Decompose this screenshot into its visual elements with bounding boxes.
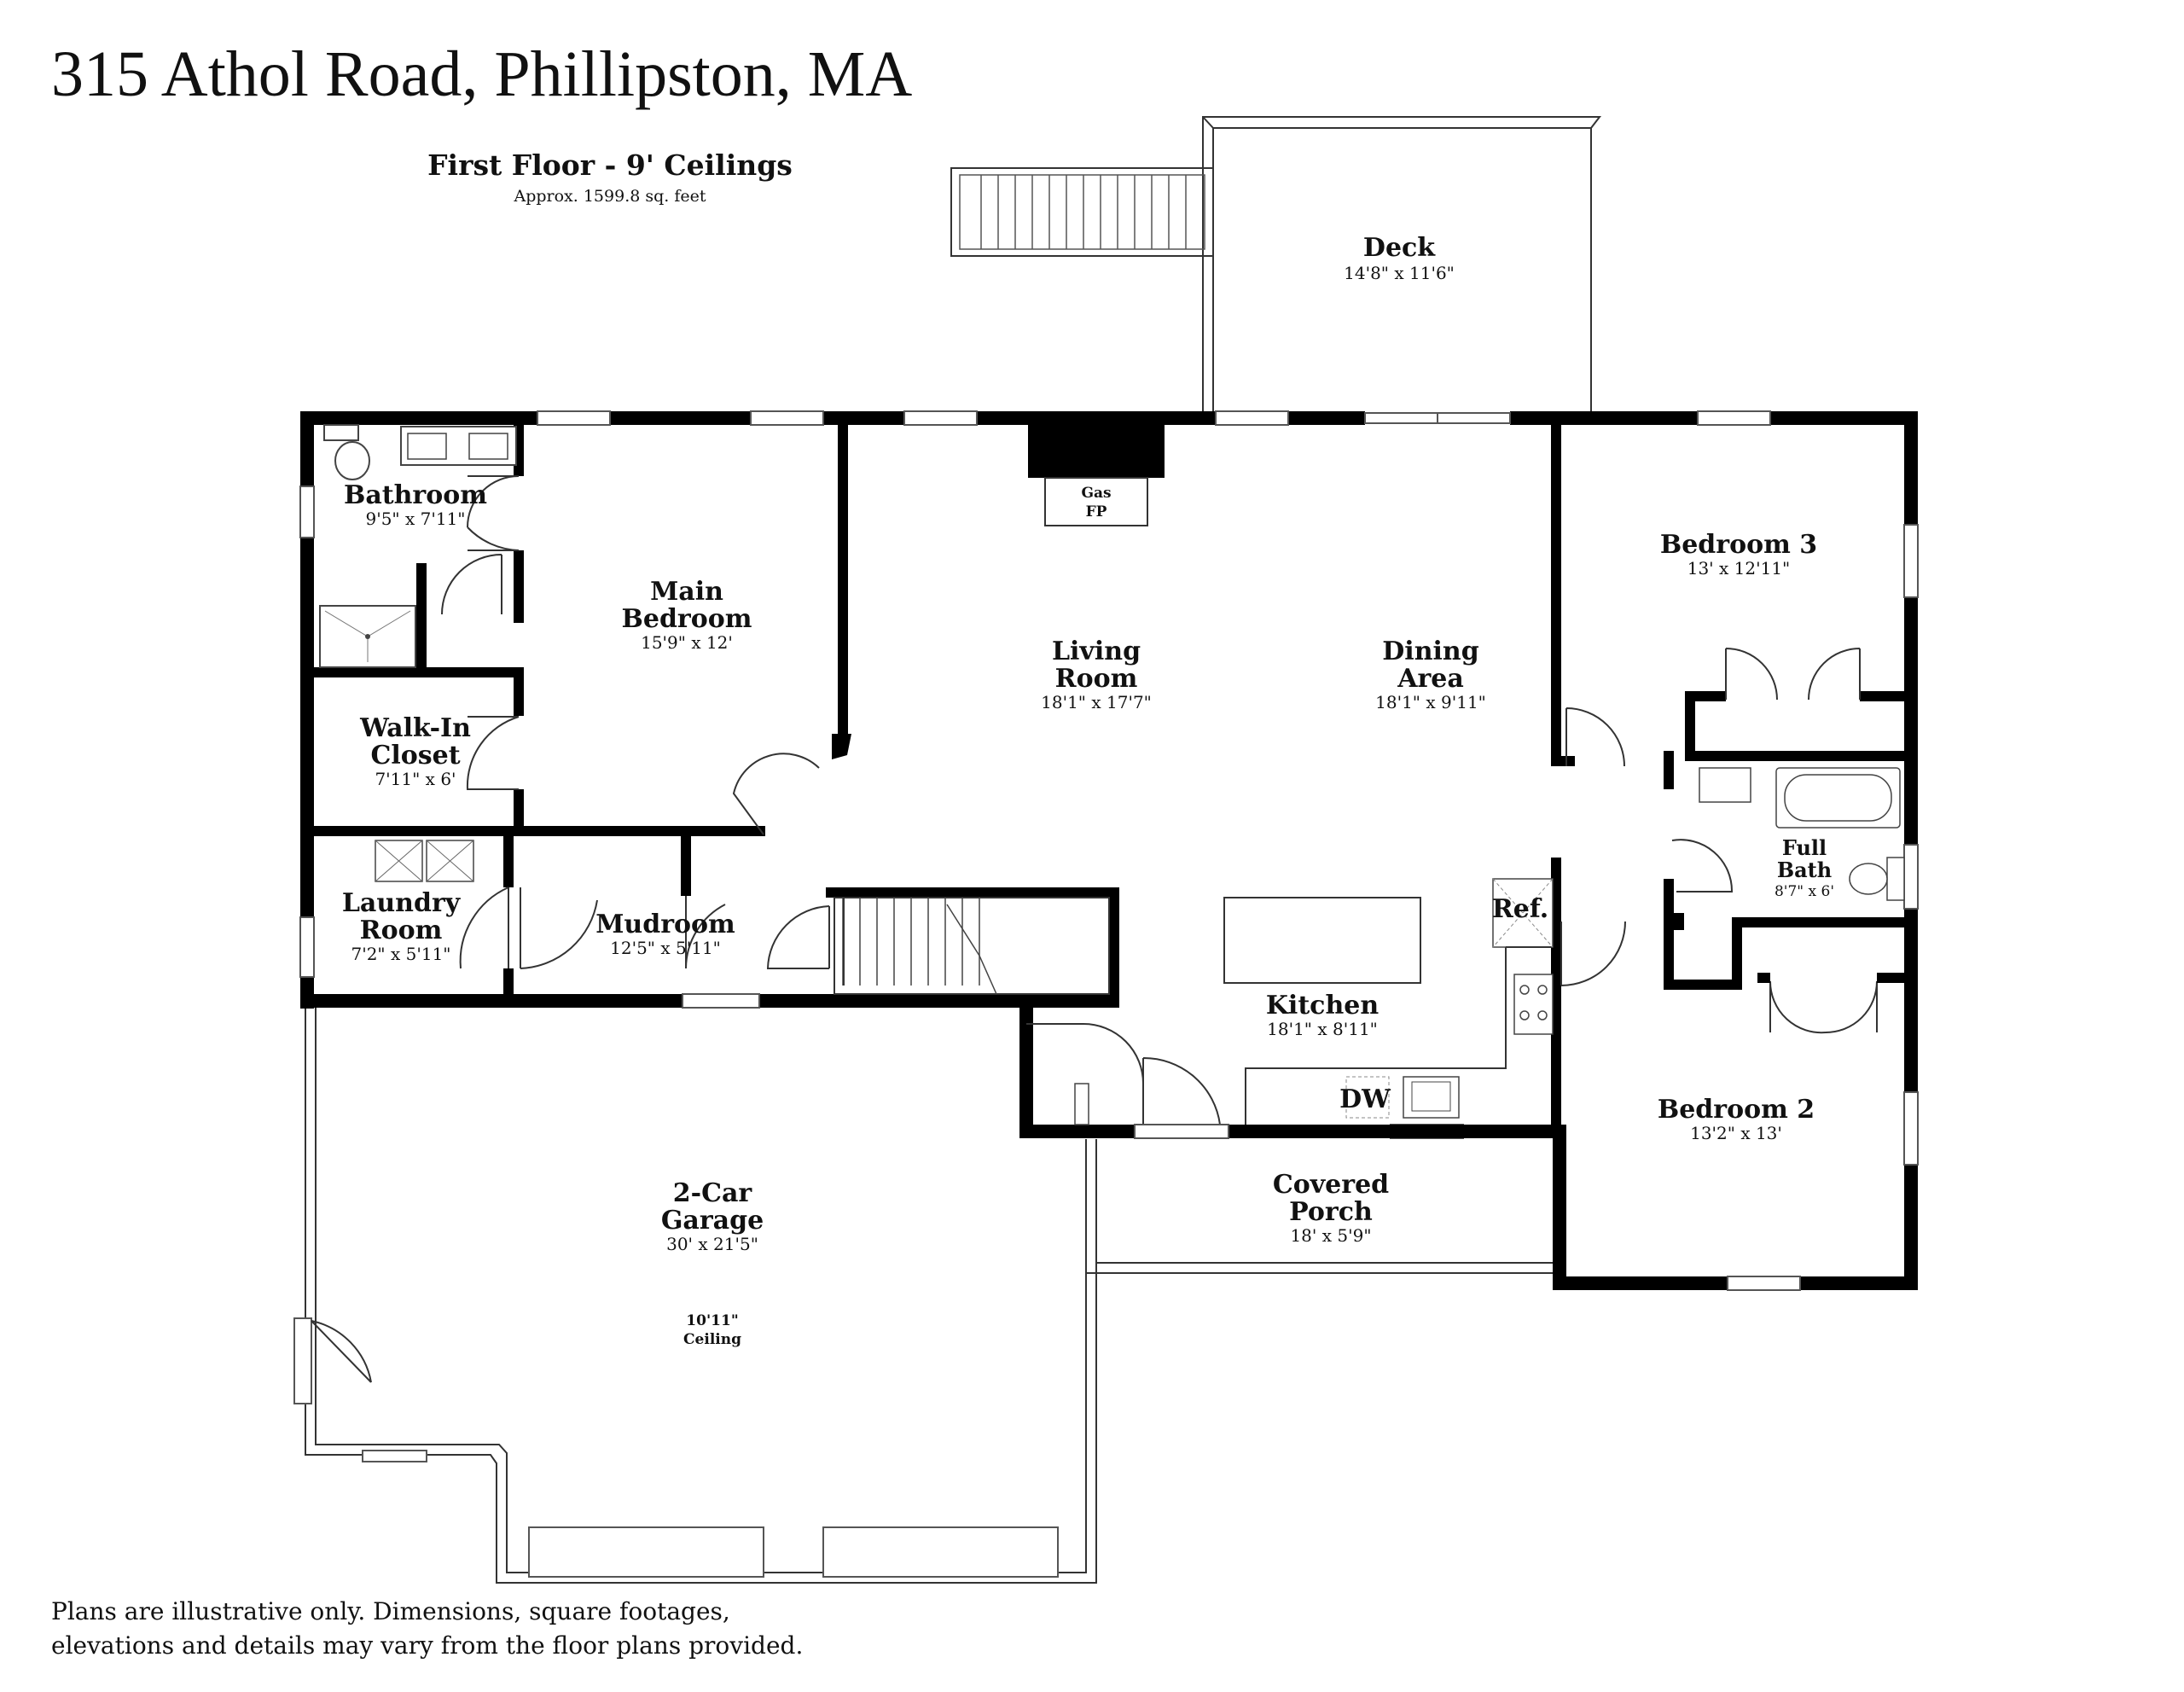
room-name-line2: Garage <box>661 1206 764 1236</box>
room-dims: 18'1" x 17'7" <box>1041 692 1152 712</box>
toilet-icon <box>1849 863 1888 895</box>
floor-area: Approx. 1599.8 sq. feet <box>513 187 706 206</box>
kitchen-island <box>1223 897 1421 984</box>
doors <box>441 475 1904 1139</box>
staircase <box>834 897 1110 995</box>
room-dims: 9'5" x 7'11" <box>365 509 465 529</box>
garage-door-right <box>822 1526 1059 1578</box>
bathroom-fixtures <box>319 424 517 668</box>
page-title: 315 Athol Road, Phillipston, MA <box>51 38 912 110</box>
room-label-garage: 2-Car Garage 30' x 21'5" 10'11" Ceiling <box>661 1178 764 1348</box>
room-name-line1: Living <box>1052 637 1141 666</box>
room-label-mudroom: Mudroom 12'5" x 5'11" <box>595 910 735 958</box>
room-label-bedroom3: Bedroom 3 13' x 12'11" <box>1660 530 1817 579</box>
room-name-line2: Bath <box>1777 858 1832 882</box>
sink-icon <box>468 433 508 460</box>
room-name-line1: Walk-In <box>359 713 471 743</box>
garage-side-door-frame <box>293 1317 312 1404</box>
room-name-line1: Dining <box>1382 637 1478 666</box>
room-dims: 18'1" x 8'11" <box>1267 1019 1378 1039</box>
room-name: Bedroom 2 <box>1658 1095 1815 1125</box>
room-name-line1: 2-Car <box>673 1178 753 1208</box>
room-name-line1: Laundry <box>342 888 462 918</box>
ceiling-height-line2: Ceiling <box>683 1331 741 1348</box>
room-name-line2: Area <box>1397 664 1464 694</box>
room-label-covered-porch: Covered Porch 18' x 5'9" <box>1273 1170 1389 1246</box>
covered-porch-walls <box>1085 1139 1557 1274</box>
room-label-laundry-room: Laundry Room 7'2" x 5'11" <box>342 888 462 964</box>
fireplace-label-line2: FP <box>1086 503 1107 520</box>
room-label-kitchen: Kitchen 18'1" x 8'11" <box>1266 991 1379 1039</box>
room-dims: 13' x 12'11" <box>1687 558 1791 579</box>
room-dims: 7'2" x 5'11" <box>351 944 450 964</box>
garage-side-door <box>311 1320 372 1383</box>
room-name-line1: Full <box>1782 835 1827 860</box>
garage-walls <box>293 1007 1097 1584</box>
fireplace-label-line1: Gas <box>1081 485 1111 502</box>
room-name-line2: Room <box>1055 664 1138 694</box>
kitchen-fixtures <box>1223 878 1554 1125</box>
deck-stairs <box>950 167 1214 257</box>
garage-window <box>362 1450 427 1462</box>
full-bath-fixtures <box>1699 767 1905 901</box>
fireplace: Gas FP <box>1028 425 1165 526</box>
kitchen-counter <box>1245 947 1507 1125</box>
room-dims: 30' x 21'5" <box>666 1234 758 1254</box>
windows <box>299 410 1919 1291</box>
disclaimer-line2: elevations and details may vary from the… <box>51 1631 803 1660</box>
room-label-dw: DW <box>1339 1084 1391 1114</box>
room-dims: 18'1" x 9'11" <box>1375 692 1486 712</box>
room-name: Deck <box>1363 233 1436 263</box>
disclaimer-line1: Plans are illustrative only. Dimensions,… <box>51 1597 730 1625</box>
room-name-line2: Porch <box>1289 1197 1373 1227</box>
room-name-line1: Covered <box>1273 1170 1389 1200</box>
room-dims: 7'11" x 6' <box>375 769 456 789</box>
room-name-line1: Main <box>650 577 723 607</box>
room-dims: 15'9" x 12' <box>641 632 733 653</box>
room-name: Mudroom <box>595 910 735 939</box>
room-label-main-bedroom: Main Bedroom 15'9" x 12' <box>622 577 752 653</box>
sink-icon <box>407 433 447 460</box>
room-name-line2: Room <box>360 916 443 945</box>
interior-walls <box>313 425 1904 1138</box>
room-name: Bathroom <box>344 480 487 510</box>
room-name: Bedroom 3 <box>1660 530 1817 560</box>
washer-dryer <box>375 840 474 882</box>
ref-label: Ref. <box>1492 894 1548 924</box>
room-label-ref: Ref. <box>1492 894 1548 924</box>
room-dims: 18' x 5'9" <box>1290 1225 1371 1246</box>
toilet-tank <box>323 424 359 441</box>
room-name-line2: Bedroom <box>622 604 752 634</box>
deck <box>1202 116 1602 412</box>
toilet-tank <box>1886 857 1905 901</box>
room-label-living-room: Living Room 18'1" x 17'7" <box>1041 637 1152 712</box>
room-label-bedroom2: Bedroom 2 13'2" x 13' <box>1658 1095 1815 1143</box>
room-label-dining-area: Dining Area 18'1" x 9'11" <box>1375 637 1486 712</box>
bathroom-door <box>467 475 520 528</box>
room-label-full-bath: Full Bath 8'7" x 6' <box>1774 835 1834 900</box>
sink-icon <box>1699 767 1751 803</box>
room-name-line2: Closet <box>370 741 460 770</box>
toilet-icon <box>334 441 370 480</box>
room-dims: 8'7" x 6' <box>1774 883 1834 900</box>
ceiling-height-line1: 10'11" <box>686 1312 738 1329</box>
room-dims: 12'5" x 5'11" <box>610 938 721 958</box>
room-name: Kitchen <box>1266 991 1379 1020</box>
room-dims: 13'2" x 13' <box>1690 1123 1782 1143</box>
dw-label: DW <box>1339 1084 1391 1114</box>
room-dims: 14'8" x 11'6" <box>1344 263 1455 283</box>
dishwasher-icon <box>1345 1076 1390 1119</box>
floor-heading: First Floor - 9' Ceilings <box>427 148 793 182</box>
room-label-deck: Deck 14'8" x 11'6" <box>1344 233 1455 283</box>
range-icon <box>1513 974 1554 1035</box>
room-label-walk-in-closet: Walk-In Closet 7'11" x 6' <box>359 713 471 789</box>
garage-door-left <box>528 1526 764 1578</box>
room-label-bathroom: Bathroom 9'5" x 7'11" <box>344 480 487 529</box>
